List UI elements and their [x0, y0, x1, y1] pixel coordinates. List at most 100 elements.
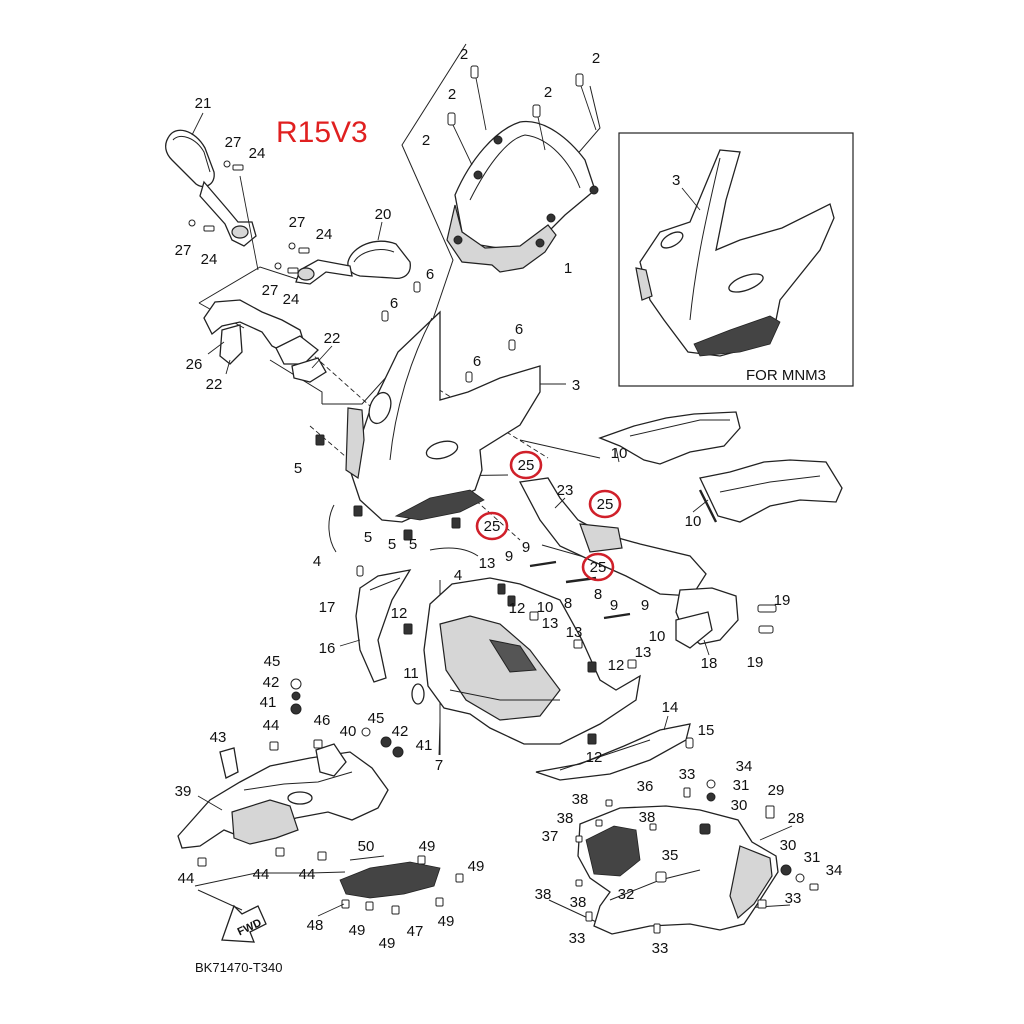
callout-28: 28	[788, 810, 805, 827]
callout-23: 23	[557, 482, 574, 499]
side-panel-16	[339, 565, 412, 683]
callout-15: 15	[698, 722, 715, 739]
callout-4: 4	[313, 553, 321, 570]
callout-5: 5	[409, 536, 417, 553]
callout-27: 27	[175, 242, 192, 259]
callout-16: 16	[319, 640, 336, 657]
callout-38: 38	[572, 791, 589, 808]
callout-38: 38	[535, 886, 552, 903]
headlight-stay	[518, 477, 777, 656]
callout-10: 10	[611, 445, 628, 462]
callout-33: 33	[785, 890, 802, 907]
callout-25: 25	[590, 559, 607, 576]
callout-38: 38	[639, 809, 656, 826]
callout-41: 41	[416, 737, 433, 754]
callout-43: 43	[210, 729, 227, 746]
callout-35: 35	[662, 847, 679, 864]
callout-22: 22	[206, 376, 223, 393]
callout-18: 18	[701, 655, 718, 672]
callout-39: 39	[175, 783, 192, 800]
clip-fasteners	[315, 434, 461, 541]
under-panel-left	[177, 678, 404, 867]
callout-33: 33	[679, 766, 696, 783]
callout-11: 11	[403, 665, 419, 682]
callout-44: 44	[253, 866, 270, 883]
callout-2: 2	[422, 132, 430, 149]
under-panel-right	[575, 779, 819, 935]
callout-22: 22	[324, 330, 341, 347]
callout-8: 8	[594, 586, 602, 603]
callout-34: 34	[736, 758, 753, 775]
highlight-ring	[475, 511, 509, 541]
callout-48: 48	[307, 917, 324, 934]
callout-13: 13	[542, 615, 559, 632]
callout-6: 6	[515, 321, 523, 338]
callout-21: 21	[195, 95, 212, 112]
callout-4: 4	[454, 567, 462, 584]
highlight-circles	[475, 450, 622, 582]
cowl-hardware	[403, 560, 637, 745]
callout-10: 10	[649, 628, 666, 645]
callout-20: 20	[375, 206, 392, 223]
callout-2: 2	[460, 46, 468, 63]
callout-1: 1	[564, 260, 572, 277]
mirror-bracket	[203, 299, 333, 383]
cowl-screws	[381, 281, 516, 383]
callout-13: 13	[479, 555, 496, 572]
callout-13: 13	[635, 644, 652, 661]
callout-5: 5	[294, 460, 302, 477]
callout-42: 42	[392, 723, 409, 740]
callout-32: 32	[618, 886, 635, 903]
callout-5: 5	[388, 536, 396, 553]
callout-25: 25	[518, 457, 535, 474]
callout-38: 38	[557, 810, 574, 827]
diagram-code: BK71470-T340	[195, 960, 282, 975]
callout-9: 9	[641, 597, 649, 614]
callout-46: 46	[314, 712, 331, 729]
callout-29: 29	[768, 782, 785, 799]
callout-24: 24	[316, 226, 333, 243]
front-cowl	[345, 310, 566, 523]
callout-27: 27	[225, 134, 242, 151]
grille-mesh-47	[317, 855, 464, 917]
callout-9: 9	[610, 597, 618, 614]
callout-9: 9	[505, 548, 513, 565]
callout-2: 2	[448, 86, 456, 103]
highlight-ring	[509, 450, 543, 480]
model-title: R15V3	[276, 116, 368, 149]
forward-arrow: FWD	[221, 904, 267, 943]
callout-33: 33	[652, 940, 669, 957]
callout-38: 38	[570, 894, 587, 911]
callout-17: 17	[319, 599, 336, 616]
callout-49: 49	[419, 838, 436, 855]
lower-cowl	[411, 577, 641, 756]
callout-44: 44	[263, 717, 280, 734]
callout-19: 19	[774, 592, 791, 609]
callout-6: 6	[473, 353, 481, 370]
callout-27: 27	[262, 282, 279, 299]
callout-45: 45	[368, 710, 385, 727]
callout-47: 47	[407, 923, 424, 940]
inner-panel-upper	[598, 411, 843, 523]
callout-33: 33	[569, 930, 586, 947]
callout-41: 41	[260, 694, 277, 711]
highlight-ring	[581, 552, 615, 582]
callout-49: 49	[438, 913, 455, 930]
callout-6: 6	[390, 295, 398, 312]
callout-37: 37	[542, 828, 559, 845]
callout-31: 31	[804, 849, 821, 866]
callout-49: 49	[349, 922, 366, 939]
callout-6: 6	[426, 266, 434, 283]
callout-45: 45	[264, 653, 281, 670]
callout-36: 36	[637, 778, 654, 795]
callout-30: 30	[731, 797, 748, 814]
callout-24: 24	[201, 251, 218, 268]
highlight-ring	[588, 489, 622, 519]
mirror-left	[165, 112, 257, 247]
side-trim-strips	[328, 504, 479, 557]
callout-25: 25	[484, 518, 501, 535]
callout-2: 2	[592, 50, 600, 67]
callout-12: 12	[509, 600, 526, 617]
callout-9: 9	[522, 539, 530, 556]
callout-24: 24	[249, 145, 266, 162]
